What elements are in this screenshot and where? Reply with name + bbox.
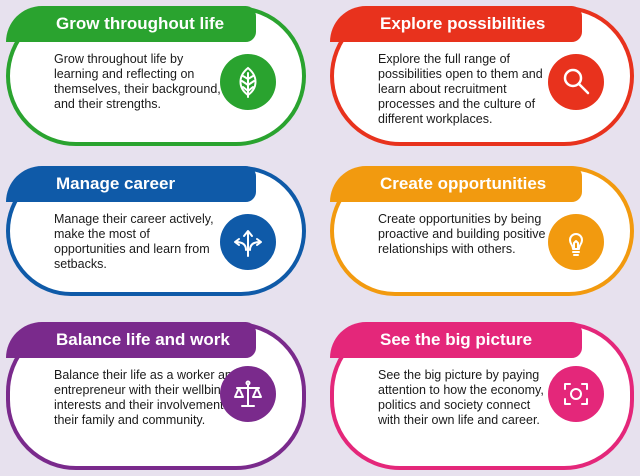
- card-see-the-big-picture: See the big picture See the big picture …: [330, 322, 634, 470]
- card-create-opportunities: Create opportunities Create opportunitie…: [330, 166, 634, 296]
- card-description: See the big picture by paying attention …: [378, 368, 544, 427]
- card-description: Create opportunities by being proactive …: [378, 212, 546, 256]
- focus-frame-icon: [548, 366, 604, 422]
- card-description: Explore the full range of possibilities …: [378, 52, 543, 126]
- card-title: Explore possibilities: [330, 6, 582, 42]
- lightbulb-icon: [548, 214, 604, 270]
- card-title: Create opportunities: [330, 166, 582, 202]
- card-grow-throughout-life: Grow throughout life Grow throughout lif…: [6, 6, 306, 146]
- card-title: See the big picture: [330, 322, 582, 358]
- leaf-icon: [220, 54, 276, 110]
- magnifier-icon: [548, 54, 604, 110]
- card-explore-possibilities: Explore possibilities Explore the full r…: [330, 6, 634, 146]
- card-description: Grow throughout life by learning and ref…: [54, 52, 221, 111]
- split-arrows-icon: [220, 214, 276, 270]
- card-title: Manage career: [6, 166, 256, 202]
- card-manage-career: Manage career Manage their career active…: [6, 166, 306, 296]
- card-description: Manage their career actively, make the m…: [54, 212, 214, 271]
- card-title: Balance life and work: [6, 322, 256, 358]
- card-balance-life-and-work: Balance life and work Balance their life…: [6, 322, 306, 470]
- card-title: Grow throughout life: [6, 6, 256, 42]
- scales-icon: [220, 366, 276, 422]
- card-description: Balance their life as a worker and/or en…: [54, 368, 264, 427]
